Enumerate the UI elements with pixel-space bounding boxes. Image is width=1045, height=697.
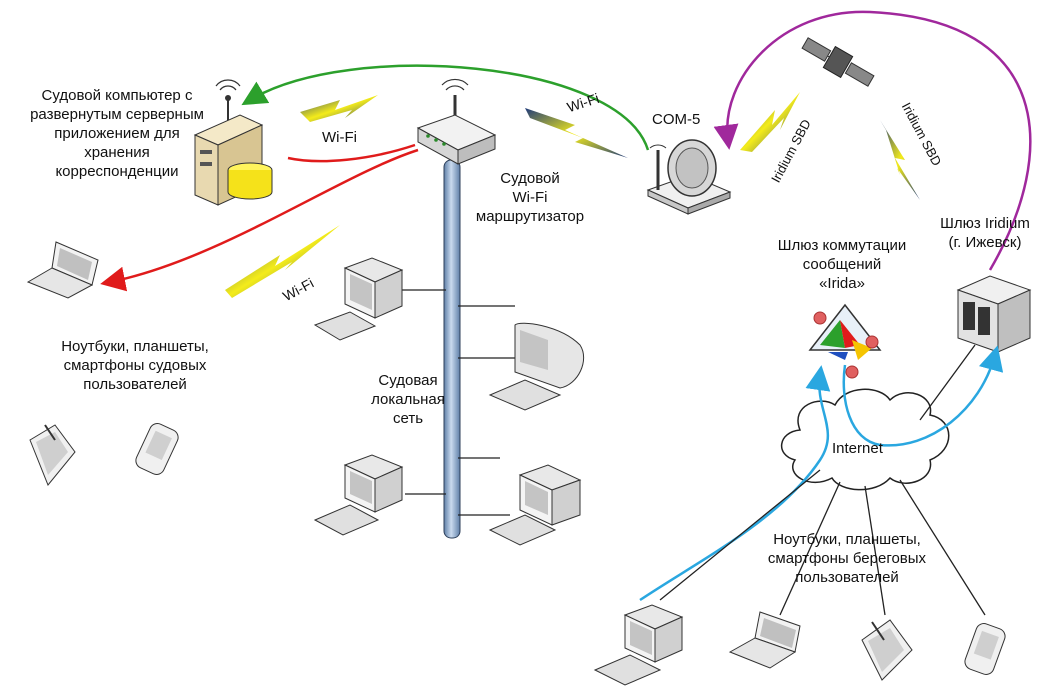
satellite-icon (801, 37, 875, 87)
wifi-router-label: Судовой Wi-Fi маршрутизатор (475, 170, 585, 225)
lightning-icon (740, 92, 800, 152)
com5-terminal-icon (646, 139, 732, 215)
ship-computer-icon (193, 79, 273, 206)
shore-computer-icon (593, 604, 684, 686)
ship-computer-label: Судовой компьютер с развернутым серверны… (30, 87, 204, 180)
iridium-gateway-label: Шлюз Iridium (г. Ижевск) (940, 215, 1030, 251)
shore-users-label: Ноутбуки, планшеты, смартфоны береговых … (767, 531, 927, 586)
blue-link (639, 365, 831, 602)
wifi-router-icon (416, 78, 497, 165)
router-to-computer-link (287, 143, 416, 163)
ship-tablet-icon (29, 424, 76, 486)
lightning-icon (880, 120, 920, 200)
ship-users-label: Ноутбуки, планшеты, смартфоны судовых по… (61, 338, 209, 393)
irida-gateway-label: Шлюз коммутации сообщений «Irida» (777, 237, 907, 292)
router-to-laptop-link (100, 148, 419, 292)
lightning-icon (225, 225, 340, 298)
wifi-link-green (241, 64, 650, 151)
iridium-purple-link (713, 10, 1032, 271)
com5-label: COM-5 (652, 111, 701, 128)
shore-phone-icon (964, 623, 1006, 675)
lan-computer-icon (488, 322, 585, 411)
internet-links (659, 344, 986, 616)
ship-phone-icon (135, 423, 179, 475)
lightning-icon (525, 108, 628, 158)
ship-lan-label: Судовая локальная сеть (371, 372, 445, 427)
lightning-icon (300, 95, 378, 122)
wifi-label: Wi-Fi (322, 129, 357, 146)
internet-label: Internet (832, 440, 883, 457)
lan-computer-icon (313, 257, 404, 341)
irida-gateway-icon (808, 303, 882, 379)
lan-computer-icon (488, 464, 582, 546)
blue-link (842, 345, 1004, 447)
shore-tablet-icon (861, 619, 913, 681)
iridium-gateway-server-icon (956, 275, 1032, 353)
shore-laptop-icon (728, 611, 801, 669)
lan-computer-icon (313, 454, 404, 536)
ship-laptop-icon (26, 241, 99, 299)
